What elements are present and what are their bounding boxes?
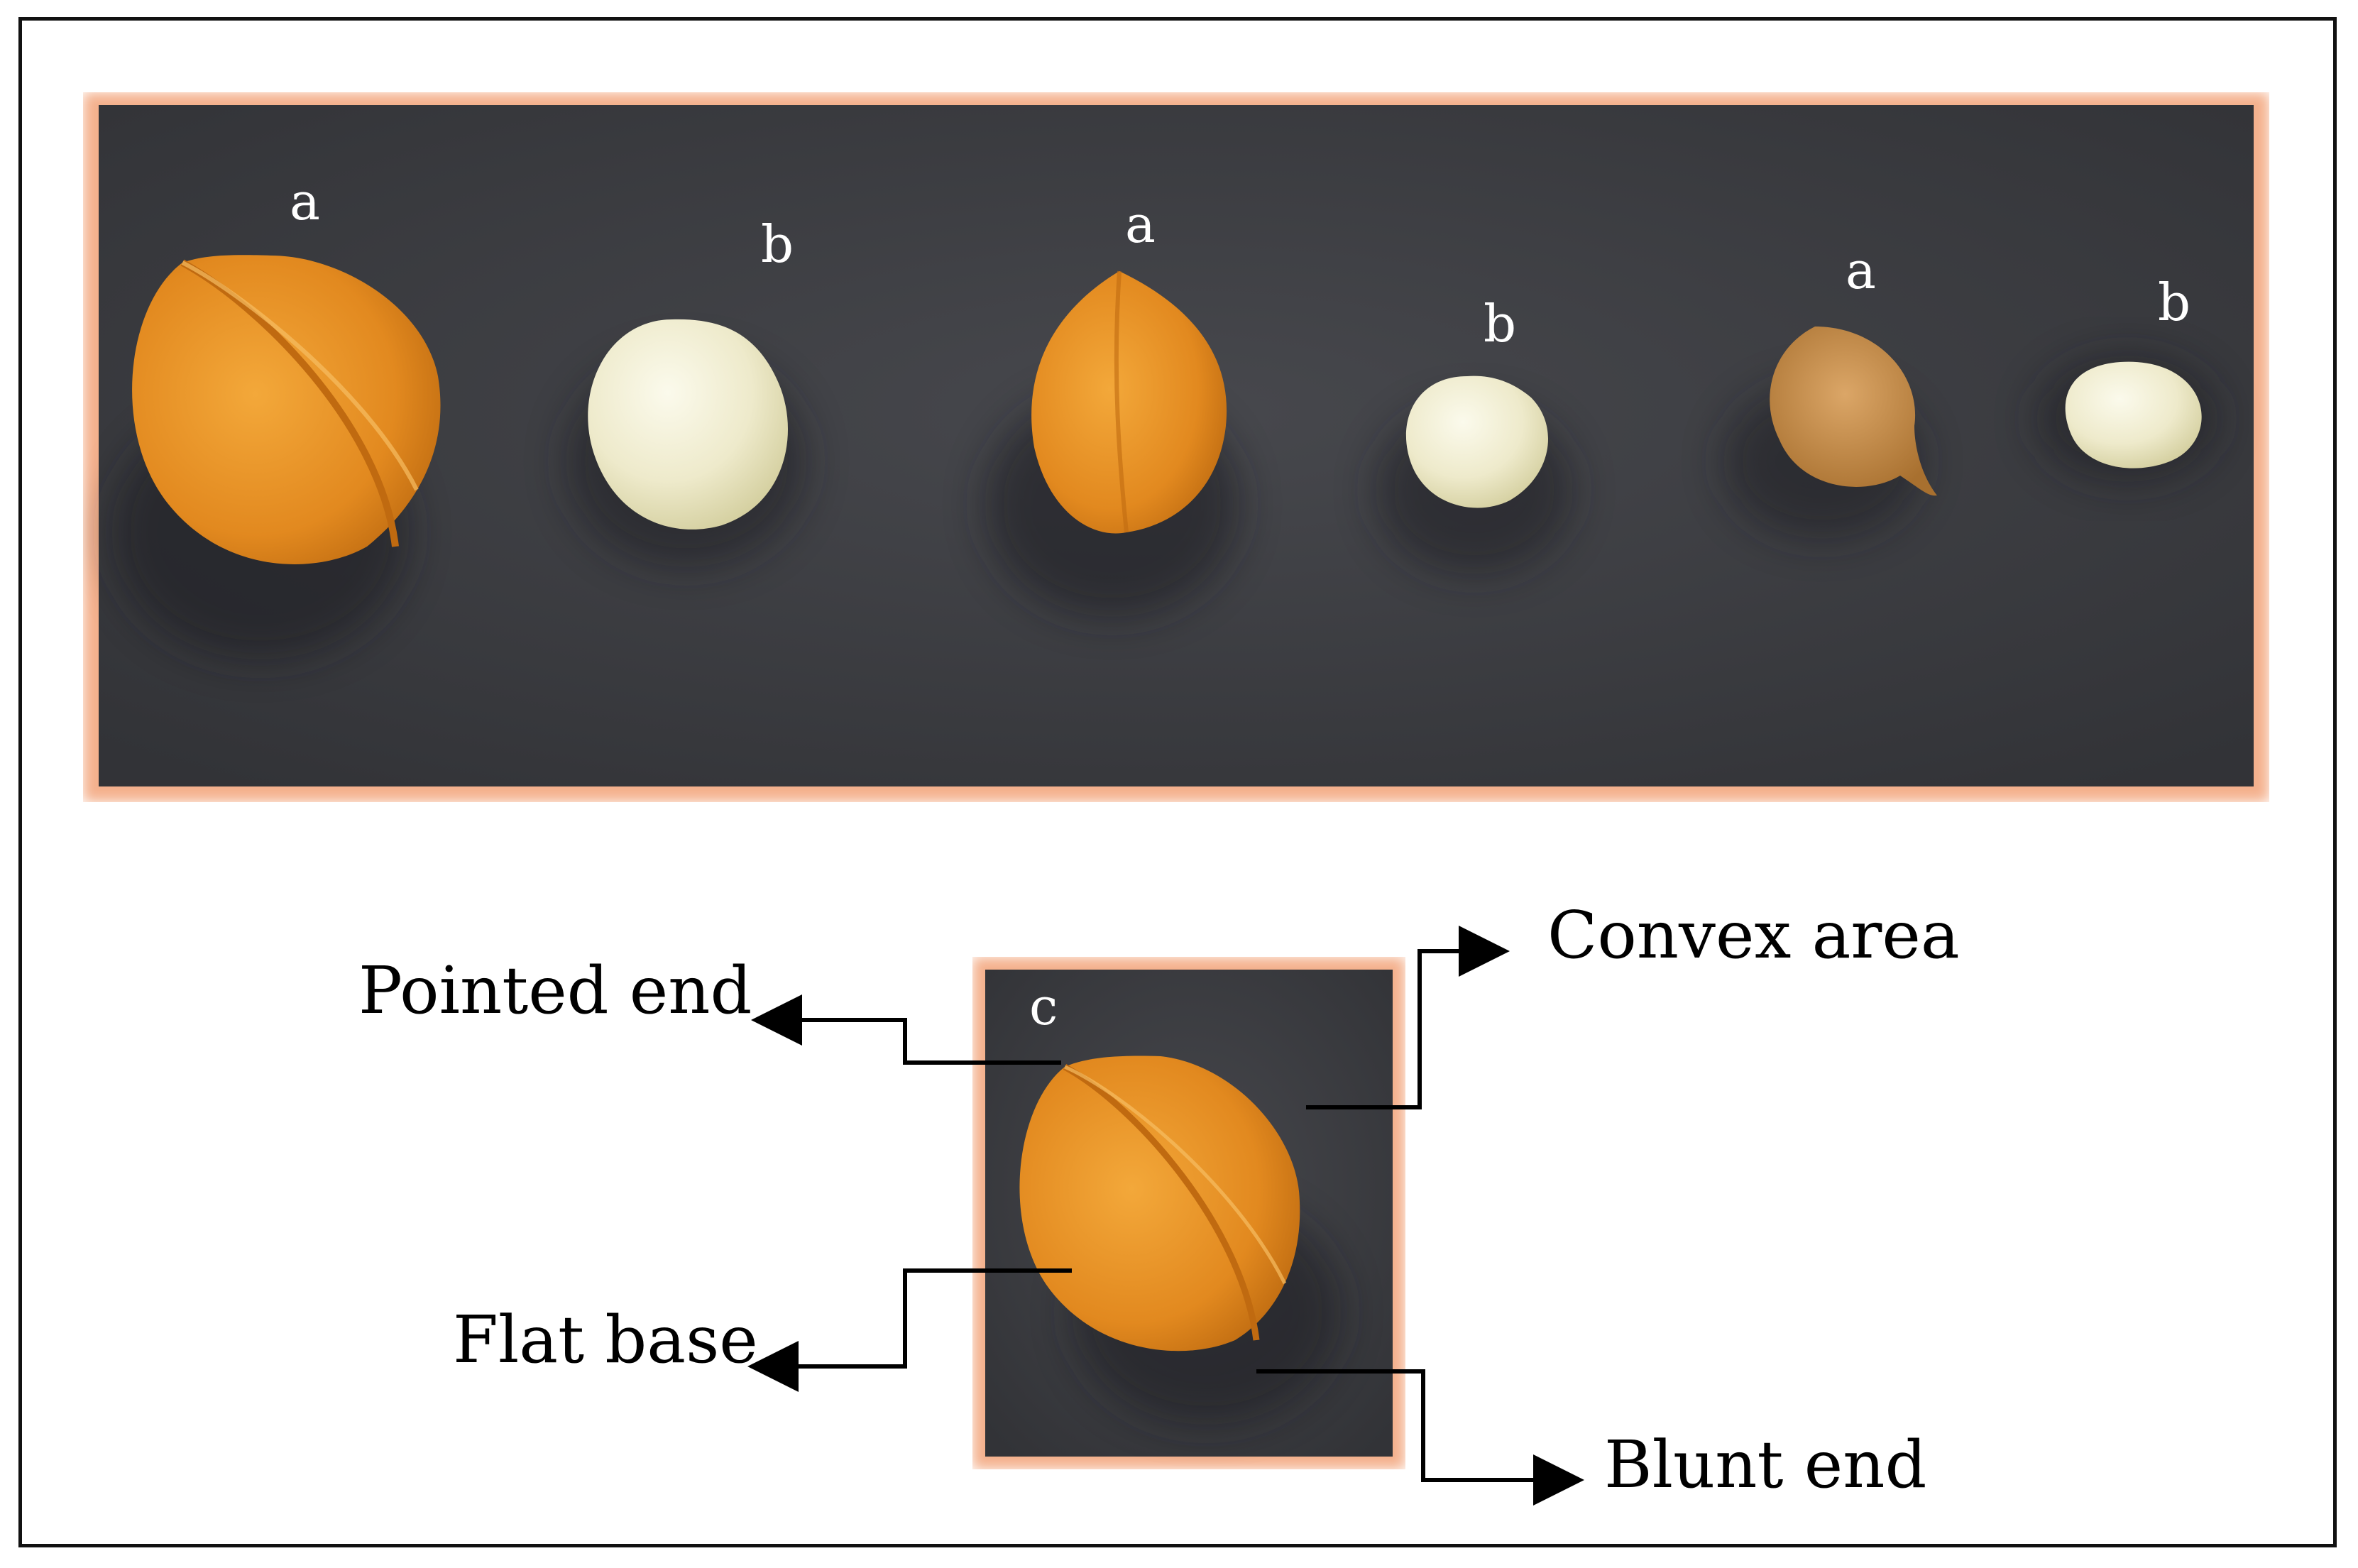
ginkgo-seed-a1 xyxy=(111,255,441,660)
seed-label-b1: b xyxy=(761,214,794,274)
ginkgo-kernel-b3 xyxy=(2035,355,2220,483)
seed-row-photo xyxy=(83,92,2269,802)
blunt-end-connector xyxy=(1256,1369,1584,1506)
flat-base-connector xyxy=(747,1268,1072,1392)
seed-label-a1: a xyxy=(290,172,320,231)
seed-detail-photo xyxy=(972,957,1405,1469)
pointed-end-connector xyxy=(751,994,1061,1065)
detail-label-c: c xyxy=(1029,977,1058,1036)
convex-area-connector xyxy=(1306,926,1510,1109)
ginkgo-kernel-b2 xyxy=(1375,375,1574,575)
pointed-end-label: Pointed end xyxy=(358,953,752,1029)
seed-label-b3: b xyxy=(2158,273,2191,332)
ginkgo-seed-a2 xyxy=(985,270,1240,618)
seed-label-a2: a xyxy=(1125,194,1156,254)
seed-row-image xyxy=(83,92,2269,802)
seed-label-b2: b xyxy=(1484,294,1517,353)
ginkgo-seed-a3 xyxy=(1723,327,1937,539)
flat-base-label: Flat base xyxy=(453,1302,758,1378)
seed-detail-image xyxy=(972,957,1405,1469)
ginkgo-kernel-b1 xyxy=(566,319,807,568)
seed-label-a3: a xyxy=(1846,241,1876,300)
convex-area-label: Convex area xyxy=(1547,897,1960,973)
blunt-end-label: Blunt end xyxy=(1604,1427,1927,1503)
